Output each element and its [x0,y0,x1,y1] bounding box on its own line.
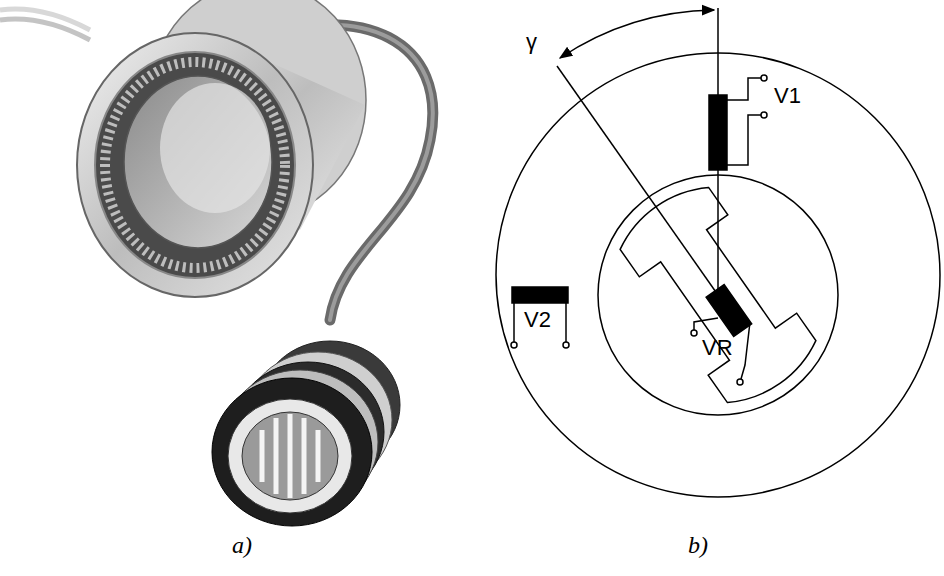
resolver-photo [302,418,307,494]
resolver-schematic [741,322,750,379]
resolver-schematic [727,78,761,100]
resolver-photo [212,378,372,526]
resolver-schematic [694,318,718,330]
resolver-photo [105,62,285,268]
rotor-axis [557,66,718,295]
resolver-photo [260,430,265,482]
resolver-schematic [727,115,761,165]
signal-name: V2 [524,308,551,332]
resolver-schematic [513,303,515,342]
resolver-schematic [565,303,567,342]
resolver-photo [316,430,321,482]
terminal [761,75,767,81]
resolver-photo [262,414,318,498]
resolver-photo [160,83,270,213]
signal-name: V1 [774,84,801,108]
resolver-photo [274,418,279,494]
panel-caption: a) [232,532,252,558]
stator-coil [709,95,727,170]
resolver-photo [228,399,352,513]
terminal [691,330,697,336]
resolver-photo [288,414,293,498]
stator-coil [512,287,568,303]
panel-caption: b) [688,532,708,558]
resolver-schematic [496,8,940,497]
resolver-photo [95,52,295,278]
resolver-photo [0,19,90,40]
signal-name: VR [702,336,733,360]
rotor-coil [706,285,752,337]
terminal [511,342,517,348]
resolver-photo [0,0,433,526]
resolver-photo [242,412,338,500]
angle-arc [560,10,714,58]
terminal [737,379,743,385]
resolver-photo [124,76,272,248]
terminal [563,342,569,348]
resolver-photo [77,33,313,297]
terminal [761,112,767,118]
angle-symbol: γ [526,30,537,54]
